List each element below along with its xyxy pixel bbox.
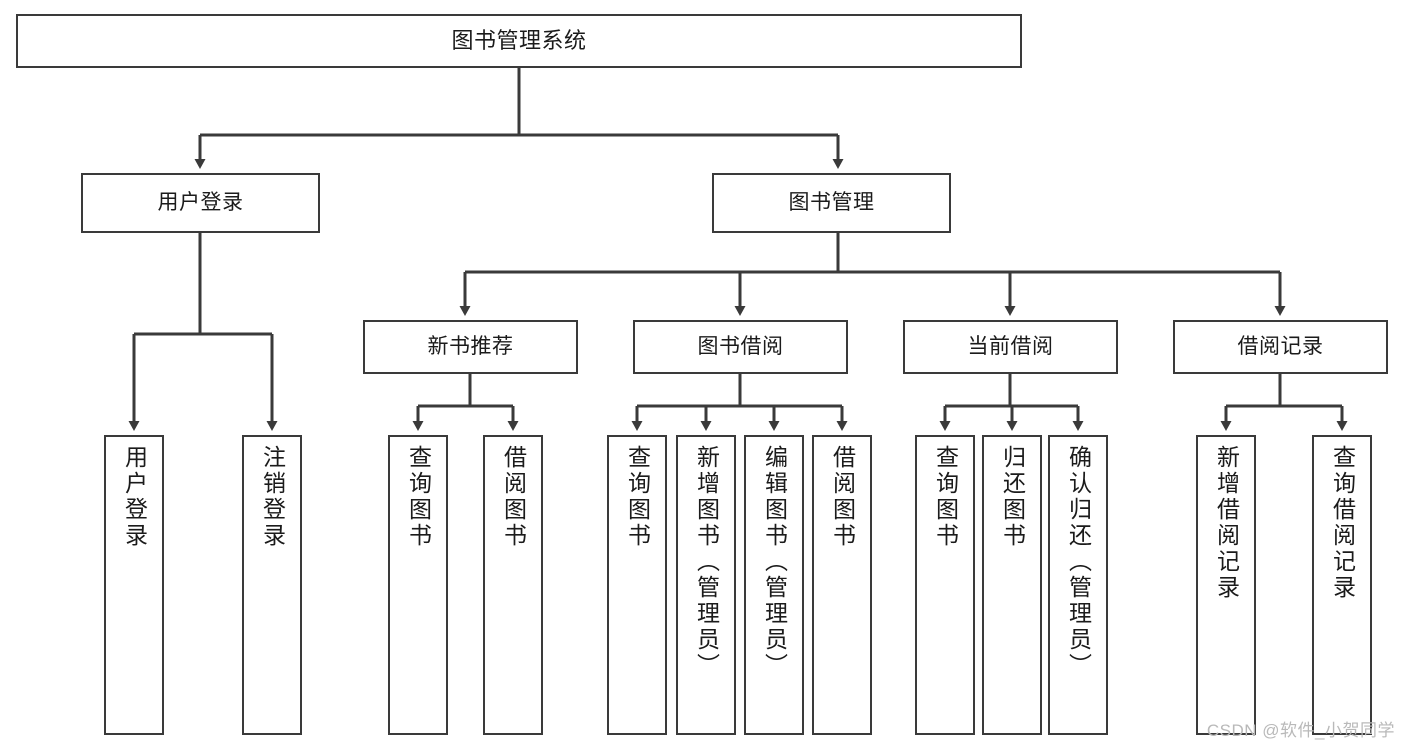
leaf-new-book-borrow-label: 借阅图书: [500, 445, 527, 549]
node-root[interactable]: 图书管理系统: [16, 14, 1022, 68]
node-new-book-recommend[interactable]: 新书推荐: [363, 320, 578, 374]
leaf-user-login-label: 用户登录: [121, 445, 148, 549]
leaf-current-return-book-label: 归还图书: [999, 445, 1026, 549]
leaf-borrow-borrow-book-label: 借阅图书: [829, 445, 856, 549]
leaf-user-login[interactable]: 用户登录: [104, 435, 164, 735]
node-book-borrow-label: 图书借阅: [697, 334, 784, 358]
leaf-new-book-borrow[interactable]: 借阅图书: [483, 435, 543, 735]
leaf-borrow-edit-book-label: 编辑图书（管理员）: [761, 445, 788, 679]
leaf-new-book-query-label: 查询图书: [405, 445, 432, 549]
leaf-new-book-query[interactable]: 查询图书: [388, 435, 448, 735]
node-borrow-records[interactable]: 借阅记录: [1173, 320, 1388, 374]
leaf-borrow-query-book[interactable]: 查询图书: [607, 435, 667, 735]
leaf-borrow-add-book[interactable]: 新增图书（管理员）: [676, 435, 736, 735]
node-user-login[interactable]: 用户登录: [81, 173, 320, 233]
leaf-current-confirm-return-label: 确认归还（管理员）: [1065, 445, 1092, 679]
node-current-borrow[interactable]: 当前借阅: [903, 320, 1118, 374]
leaf-borrow-edit-book[interactable]: 编辑图书（管理员）: [744, 435, 804, 735]
leaf-record-add[interactable]: 新增借阅记录: [1196, 435, 1256, 735]
node-root-label: 图书管理系统: [451, 28, 587, 54]
leaf-record-query[interactable]: 查询借阅记录: [1312, 435, 1372, 735]
node-book-management[interactable]: 图书管理: [712, 173, 951, 233]
leaf-logout[interactable]: 注销登录: [242, 435, 302, 735]
leaf-borrow-add-book-label: 新增图书（管理员）: [693, 445, 720, 679]
leaf-current-query-book-label: 查询图书: [932, 445, 959, 549]
watermark: CSDN @软件_小贺同学: [1206, 721, 1395, 740]
leaf-current-return-book[interactable]: 归还图书: [982, 435, 1042, 735]
node-borrow-records-label: 借阅记录: [1237, 334, 1324, 358]
node-current-borrow-label: 当前借阅: [967, 334, 1054, 358]
node-user-login-label: 用户登录: [157, 190, 244, 214]
leaf-record-add-label: 新增借阅记录: [1213, 445, 1240, 601]
node-book-management-label: 图书管理: [788, 190, 875, 214]
leaf-logout-label: 注销登录: [259, 445, 286, 549]
leaf-borrow-query-book-label: 查询图书: [624, 445, 651, 549]
node-new-book-recommend-label: 新书推荐: [427, 334, 514, 358]
leaf-current-confirm-return[interactable]: 确认归还（管理员）: [1048, 435, 1108, 735]
leaf-current-query-book[interactable]: 查询图书: [915, 435, 975, 735]
node-book-borrow[interactable]: 图书借阅: [633, 320, 848, 374]
leaf-borrow-borrow-book[interactable]: 借阅图书: [812, 435, 872, 735]
leaf-record-query-label: 查询借阅记录: [1329, 445, 1356, 601]
